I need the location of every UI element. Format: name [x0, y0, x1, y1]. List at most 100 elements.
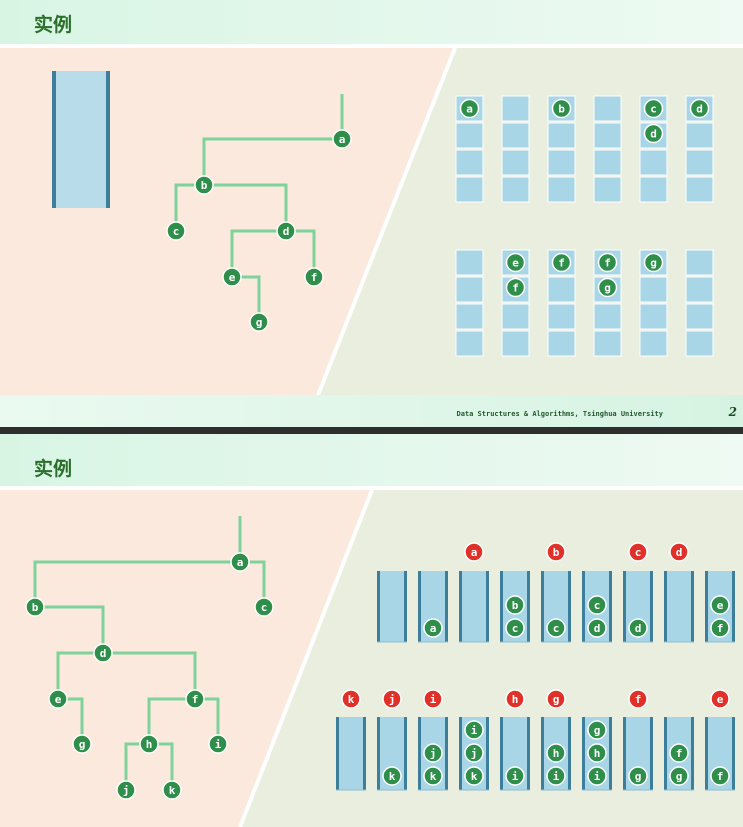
slide-1-footer: Data Structures & Algorithms, Tsinghua U…: [0, 395, 743, 427]
tube-row1-5: dc: [582, 571, 612, 643]
svg-text:e: e: [512, 257, 519, 270]
svg-text:a: a: [466, 103, 473, 116]
tube-row2-0: [336, 717, 366, 791]
slide-1-divider: [316, 47, 457, 396]
stack-row2-5: [685, 249, 714, 357]
blank-stack-right-edge: [106, 71, 110, 208]
mark-row2-i: i: [423, 689, 443, 709]
tube-row2-5-item-h: h: [546, 743, 566, 763]
svg-text:a: a: [430, 622, 437, 635]
svg-text:e: e: [229, 271, 236, 284]
slide-2-title: 实例: [34, 458, 73, 480]
tube-row2-8-item-g: g: [669, 766, 689, 786]
tube-row2-2-item-k: k: [423, 766, 443, 786]
tube-row1-1-item-a: a: [423, 618, 443, 638]
stack-row1-2-item-b: b: [551, 98, 572, 119]
tube-row1-6: d: [623, 571, 653, 643]
svg-text:g: g: [79, 738, 86, 751]
tube-row1-3: cb: [500, 571, 530, 643]
svg-text:f: f: [717, 622, 724, 635]
tube-row2-8-item-f: f: [669, 743, 689, 763]
tree-node-f: f: [304, 267, 324, 287]
stack-row2-3-item-f: f: [597, 252, 618, 273]
slide-1-header: 实例: [0, 0, 743, 48]
edge-b-d: [35, 605, 105, 653]
tree-node-g: g: [72, 734, 92, 754]
stack-row2-1-item-e: e: [505, 252, 526, 273]
tube-row2-3: kji: [459, 717, 489, 791]
svg-text:k: k: [169, 784, 176, 797]
svg-text:g: g: [650, 257, 657, 270]
tree-node-c: c: [254, 597, 274, 617]
tree-node-e: e: [222, 267, 242, 287]
stack-row1-0: a: [455, 95, 484, 203]
svg-text:d: d: [650, 128, 657, 141]
svg-text:g: g: [604, 282, 611, 295]
svg-text:h: h: [512, 693, 519, 706]
svg-text:c: c: [261, 601, 268, 614]
tube-row2-6-item-i: i: [587, 766, 607, 786]
stack-row1-4-item-d: d: [643, 123, 664, 144]
stack-row2-4: g: [639, 249, 668, 357]
stack-row2-1-item-f: f: [505, 277, 526, 298]
svg-text:d: d: [676, 546, 683, 559]
tube-row1-8: fe: [705, 571, 735, 643]
svg-text:e: e: [717, 599, 724, 612]
svg-text:j: j: [471, 747, 478, 760]
svg-text:k: k: [430, 770, 437, 783]
stack-row2-2-item-f: f: [551, 252, 572, 273]
svg-text:e: e: [717, 693, 724, 706]
svg-text:i: i: [553, 770, 560, 783]
slide-1-title: 实例: [34, 14, 73, 36]
svg-text:d: d: [696, 103, 703, 116]
svg-text:i: i: [471, 724, 478, 737]
stack-row2-0: [455, 249, 484, 357]
svg-text:a: a: [339, 133, 346, 146]
svg-text:i: i: [512, 770, 519, 783]
svg-text:c: c: [650, 103, 657, 116]
tube-row1-8-item-e: e: [710, 595, 730, 615]
mark-row1-c: c: [628, 542, 648, 562]
edge-d-e: [56, 651, 103, 699]
svg-text:f: f: [512, 282, 519, 295]
stack-row1-3: [593, 95, 622, 203]
svg-text:g: g: [676, 770, 683, 783]
svg-text:d: d: [635, 622, 642, 635]
svg-text:a: a: [237, 556, 244, 569]
tube-row1-3-item-c: c: [505, 618, 525, 638]
svg-text:c: c: [173, 225, 180, 238]
tube-row1-1: a: [418, 571, 448, 643]
svg-text:i: i: [215, 738, 222, 751]
tube-row1-7: [664, 571, 694, 643]
tube-row2-3-item-i: i: [464, 720, 484, 740]
tree-node-d: d: [276, 221, 296, 241]
stack-row1-5-item-d: d: [689, 98, 710, 119]
tube-row2-2: kj: [418, 717, 448, 791]
svg-text:k: k: [389, 770, 396, 783]
svg-text:b: b: [201, 179, 208, 192]
mark-row2-h: h: [505, 689, 525, 709]
tube-row2-7: g: [623, 717, 653, 791]
tree-node-d: d: [93, 643, 113, 663]
tube-row1-6-item-d: d: [628, 618, 648, 638]
tube-row2-9-item-f: f: [710, 766, 730, 786]
tree-node-k: k: [162, 780, 182, 800]
svg-text:b: b: [512, 599, 519, 612]
tree-node-b: b: [194, 175, 214, 195]
svg-text:b: b: [558, 103, 565, 116]
tube-row2-5: ih: [541, 717, 571, 791]
tube-row2-5-item-i: i: [546, 766, 566, 786]
tree-node-j: j: [116, 780, 136, 800]
stack-row1-5: d: [685, 95, 714, 203]
tube-row2-7-item-g: g: [628, 766, 648, 786]
tree-node-a: a: [230, 552, 250, 572]
svg-text:h: h: [553, 747, 560, 760]
svg-text:h: h: [594, 747, 601, 760]
svg-text:k: k: [348, 693, 355, 706]
tube-row2-3-item-k: k: [464, 766, 484, 786]
svg-text:k: k: [471, 770, 478, 783]
tube-row1-2: [459, 571, 489, 643]
